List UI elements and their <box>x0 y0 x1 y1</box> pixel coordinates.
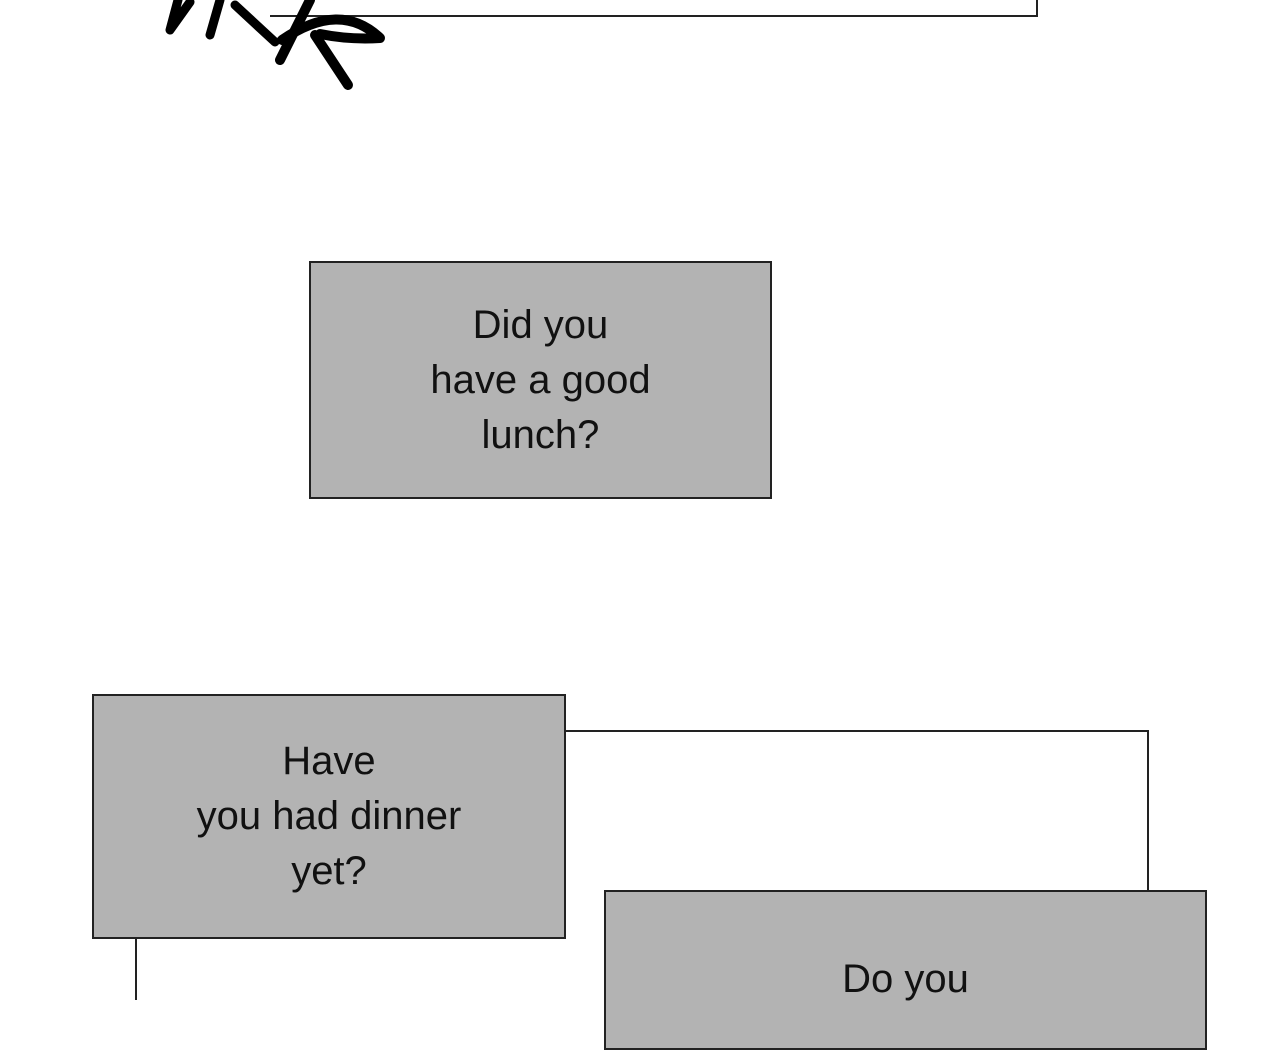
bubble-line: have a good <box>430 357 651 402</box>
bubble-line: Have <box>282 739 376 783</box>
bubble-line: Do you <box>842 957 969 1001</box>
speech-box-dinner: Have you had dinner yet? <box>92 694 566 939</box>
bubble-line: yet? <box>291 849 367 893</box>
panel-edge-top <box>565 730 1149 732</box>
panel-edge-right <box>1147 730 1149 892</box>
top-box-right-edge <box>1036 0 1038 17</box>
panel-edge-left <box>135 938 137 1000</box>
sfx-lettering-icon <box>165 0 385 90</box>
speech-box-lunch: Did you have a good lunch? <box>309 261 772 499</box>
bubble-line: lunch? <box>481 412 600 457</box>
top-box-bottom-edge <box>270 15 1038 17</box>
bubble-line: you had dinner <box>196 794 462 838</box>
speech-box-do-you: Do you <box>604 890 1207 1050</box>
bubble-line: Did you <box>472 302 609 347</box>
